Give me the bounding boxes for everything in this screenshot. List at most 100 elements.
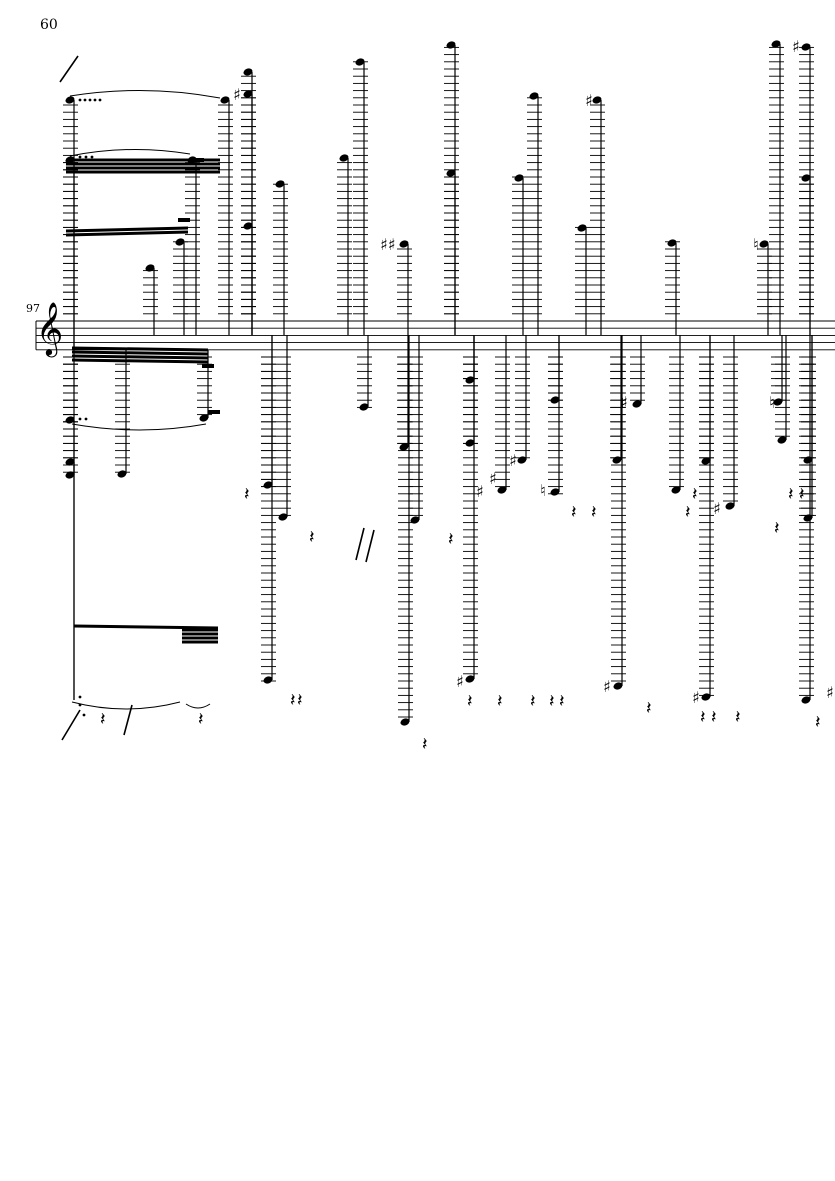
note-head bbox=[577, 224, 587, 232]
note-head bbox=[410, 516, 420, 524]
rest-icon: 𝄽 bbox=[646, 698, 652, 719]
accidental-icon: ♯ bbox=[509, 451, 517, 470]
note-head bbox=[550, 488, 560, 496]
accidental-icon: ♯ bbox=[620, 393, 628, 412]
note-head bbox=[632, 400, 642, 408]
note-heads bbox=[65, 40, 813, 726]
note-head bbox=[773, 398, 783, 406]
rest-icon: 𝄽 bbox=[799, 484, 805, 505]
duration-dot bbox=[78, 417, 82, 421]
note-head bbox=[446, 41, 456, 49]
note-head bbox=[771, 40, 781, 48]
note-head bbox=[278, 513, 288, 521]
svg-text:𝄞: 𝄞 bbox=[36, 301, 63, 357]
duration-dot bbox=[78, 695, 82, 699]
duration-dot bbox=[93, 98, 97, 102]
note-head bbox=[465, 376, 475, 384]
rest-icon: 𝄽 bbox=[497, 691, 503, 712]
note-head bbox=[465, 439, 475, 447]
note-head bbox=[777, 436, 787, 444]
note-head bbox=[275, 180, 285, 188]
beam bbox=[71, 350, 209, 356]
beam bbox=[65, 226, 189, 233]
treble-clef-icon: 𝄞 bbox=[36, 301, 63, 357]
rest-icon: 𝄽 bbox=[198, 709, 204, 730]
note-head bbox=[613, 682, 623, 690]
note-head bbox=[550, 396, 560, 404]
note-head bbox=[263, 481, 273, 489]
note-head bbox=[199, 414, 209, 422]
ties bbox=[69, 89, 221, 710]
flag bbox=[208, 410, 220, 414]
beam bbox=[71, 358, 209, 364]
rest-icon: 𝄽 bbox=[448, 529, 454, 550]
note-head bbox=[803, 456, 813, 464]
note-head bbox=[65, 458, 75, 466]
staff bbox=[35, 320, 835, 351]
note-head bbox=[175, 238, 185, 246]
note-flags bbox=[59, 55, 375, 741]
rest-icon: 𝄽 bbox=[309, 527, 315, 548]
rest-icon: 𝄽 bbox=[100, 709, 106, 730]
note-head bbox=[65, 96, 75, 104]
duration-dot bbox=[90, 155, 94, 159]
accidental-icon: ♯ bbox=[233, 85, 241, 104]
beam bbox=[65, 230, 189, 237]
note-head bbox=[701, 693, 711, 701]
grace-flag bbox=[123, 704, 133, 736]
accidentals: ♯♯♯♯♯♯♮♯♯♯♯♯♯♮♮♯♯ bbox=[233, 37, 834, 707]
note-head bbox=[243, 90, 253, 98]
note-head bbox=[592, 96, 602, 104]
tie bbox=[71, 701, 181, 710]
rest-icon: 𝄽 bbox=[815, 712, 821, 733]
accidental-icon: ♮ bbox=[769, 393, 775, 412]
note-head bbox=[263, 676, 273, 684]
beam bbox=[73, 624, 219, 630]
note-head bbox=[671, 486, 681, 494]
note-head bbox=[801, 43, 811, 51]
note-head bbox=[145, 264, 155, 272]
rest-icon: 𝄽 bbox=[571, 502, 577, 523]
rest-icon: 𝄽 bbox=[774, 518, 780, 539]
note-head bbox=[667, 239, 677, 247]
grace-flag bbox=[365, 529, 375, 563]
flag bbox=[178, 218, 190, 222]
note-head bbox=[359, 403, 369, 411]
note-head bbox=[220, 96, 230, 104]
duration-dot bbox=[84, 155, 88, 159]
accidental-icon: ♯ bbox=[603, 677, 611, 696]
note-head bbox=[759, 240, 769, 248]
note-head bbox=[400, 718, 410, 726]
note-head bbox=[355, 58, 365, 66]
flag bbox=[192, 158, 204, 162]
note-head bbox=[243, 222, 253, 230]
beam bbox=[71, 354, 209, 360]
accidental-icon: ♯ bbox=[692, 688, 700, 707]
note-head bbox=[514, 174, 524, 182]
accidental-icon: ♯ bbox=[792, 37, 800, 56]
tie bbox=[69, 89, 221, 99]
accidental-icon: ♮ bbox=[540, 481, 546, 500]
page-number: 60 bbox=[40, 17, 58, 33]
rest-icon: 𝄽 bbox=[735, 707, 741, 728]
beam bbox=[71, 346, 209, 352]
tie bbox=[185, 703, 211, 709]
note-head bbox=[339, 154, 349, 162]
note-head bbox=[446, 169, 456, 177]
rest-icon: 𝄽 bbox=[297, 690, 303, 711]
note-head bbox=[243, 68, 253, 76]
duration-dot bbox=[82, 713, 86, 717]
note-head bbox=[801, 696, 811, 704]
note-head bbox=[529, 92, 539, 100]
note-stems bbox=[73, 44, 813, 722]
accidental-icon: ♯ bbox=[826, 683, 834, 702]
rest-icon: 𝄽 bbox=[591, 502, 597, 523]
rest-icon: 𝄽 bbox=[685, 502, 691, 523]
duration-dot bbox=[84, 417, 88, 421]
grace-flag bbox=[59, 55, 79, 83]
duration-dot bbox=[83, 98, 87, 102]
accidental-icon: ♯ bbox=[585, 91, 593, 110]
accidental-icon: ♯ bbox=[456, 672, 464, 691]
note-head bbox=[725, 502, 735, 510]
